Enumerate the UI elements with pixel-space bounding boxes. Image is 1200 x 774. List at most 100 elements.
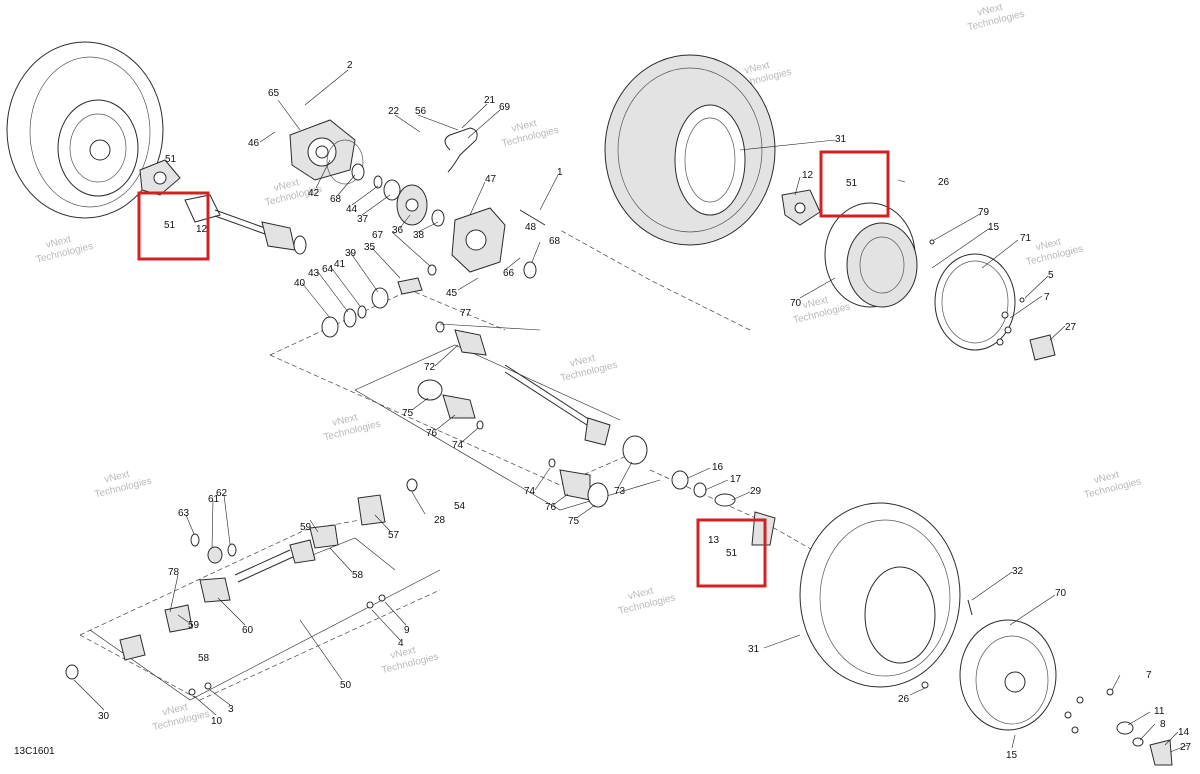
middle-driveshaft	[435, 321, 648, 465]
callout-17: 17	[730, 474, 742, 485]
callout-70-bottom: 70	[1055, 588, 1067, 599]
clamp-75-top	[417, 379, 443, 401]
callout-51-left: 51	[165, 154, 177, 165]
callout-68-top: 68	[330, 194, 342, 205]
watermark: vNext Technologies	[323, 412, 382, 443]
shim-41	[357, 305, 367, 319]
callout-40: 40	[294, 278, 306, 289]
callout-22: 22	[388, 106, 400, 117]
top-right-tire	[604, 54, 776, 246]
callout-14: 14	[1178, 727, 1190, 738]
callout-37: 37	[357, 214, 369, 225]
watermark: vNext Technologies	[35, 234, 94, 266]
callout-74-top: 74	[452, 440, 464, 451]
bolt-48	[519, 209, 546, 226]
watermark: vNext Technologies	[1083, 469, 1142, 501]
callout-63: 63	[178, 508, 190, 519]
callout-47: 47	[485, 174, 497, 185]
bearing-38	[431, 209, 445, 227]
bearing-37	[383, 179, 401, 201]
clamp-75-bottom	[587, 482, 609, 508]
callout-26-bottom: 26	[898, 694, 910, 705]
seal-63	[190, 533, 200, 547]
callout-11: 11	[1154, 706, 1165, 717]
callout-38: 38	[413, 230, 425, 241]
differential-cover	[289, 119, 356, 181]
callout-1: 1	[557, 167, 563, 178]
hub-cap-27-top	[1029, 334, 1056, 361]
differential-housing	[451, 207, 506, 273]
callout-15-bottom: 15	[1006, 750, 1018, 761]
bearing-43	[343, 308, 357, 328]
ring-62	[227, 543, 237, 557]
callout-54: 54	[454, 501, 466, 512]
o-ring-42	[326, 139, 364, 185]
bearing-68-top	[351, 163, 365, 181]
top-left-wheel-tire	[6, 41, 164, 219]
callout-42: 42	[308, 188, 320, 199]
callout-67: 67	[372, 230, 384, 241]
lug-nuts-top	[929, 239, 1025, 346]
part-callouts: 2 65 46 22 56 21 69 1 42 68 44 37 36 67 …	[98, 60, 1192, 761]
callout-5: 5	[1048, 270, 1054, 281]
callout-72: 72	[424, 362, 436, 373]
lug-nuts-bottom	[1064, 688, 1114, 734]
seal-68	[523, 261, 537, 279]
bearing-39	[371, 287, 389, 309]
callout-31-bottom: 31	[748, 644, 760, 655]
bearing-61	[207, 546, 223, 564]
callout-7-top: 7	[1044, 292, 1050, 303]
callout-58-right: 58	[352, 570, 364, 581]
callout-50: 50	[340, 680, 352, 691]
callout-9: 9	[404, 625, 410, 636]
clamp-74-top	[476, 420, 484, 430]
callout-48: 48	[525, 222, 537, 233]
callout-76-bottom: 76	[545, 502, 557, 513]
callout-62: 62	[216, 488, 228, 499]
callout-8: 8	[1160, 719, 1166, 730]
watermark: vNext Technologies	[559, 353, 618, 385]
callout-26-top: 26	[938, 177, 950, 188]
nut-10	[188, 688, 196, 696]
callout-56: 56	[415, 106, 427, 117]
nut-8	[1132, 737, 1144, 747]
top-right-hub	[781, 189, 821, 226]
callout-45: 45	[446, 288, 458, 299]
callout-70-top: 70	[790, 298, 802, 309]
callout-13: 13	[708, 535, 720, 546]
boot-76-bottom	[559, 469, 591, 501]
pinion-35	[397, 277, 423, 295]
callout-12-left: 12	[196, 224, 208, 235]
watermark: vNext Technologies	[966, 2, 1025, 34]
callout-77: 77	[460, 308, 472, 319]
callout-21: 21	[484, 95, 496, 106]
callout-39: 39	[345, 248, 357, 259]
highlight-box-left	[137, 191, 210, 261]
washer-29	[714, 493, 736, 507]
callout-59-right: 59	[300, 522, 312, 533]
callout-41: 41	[334, 259, 346, 270]
bolt-4	[366, 601, 374, 609]
callout-58-left: 58	[198, 653, 210, 664]
callout-68-right: 68	[549, 236, 561, 247]
callout-64: 64	[322, 264, 334, 275]
bolt-3	[204, 682, 212, 690]
callout-16: 16	[712, 462, 724, 473]
callout-69: 69	[499, 102, 511, 113]
callout-76-top: 76	[426, 428, 438, 439]
clamp-74-bottom	[548, 458, 556, 468]
callout-60: 60	[242, 625, 254, 636]
nut-9	[378, 594, 386, 602]
callout-78: 78	[168, 567, 180, 578]
callout-61: 61	[208, 494, 220, 505]
callout-51-right: 51	[846, 178, 858, 189]
callout-51-left-box: 51	[164, 220, 176, 231]
boot-76-top	[442, 394, 476, 419]
valve-26-bottom	[921, 681, 929, 689]
highlight-box-bottom	[696, 518, 767, 588]
top-left-hub	[139, 159, 181, 196]
callout-15-top: 15	[988, 222, 1000, 233]
callout-43: 43	[308, 268, 320, 279]
callout-2: 2	[347, 60, 353, 71]
